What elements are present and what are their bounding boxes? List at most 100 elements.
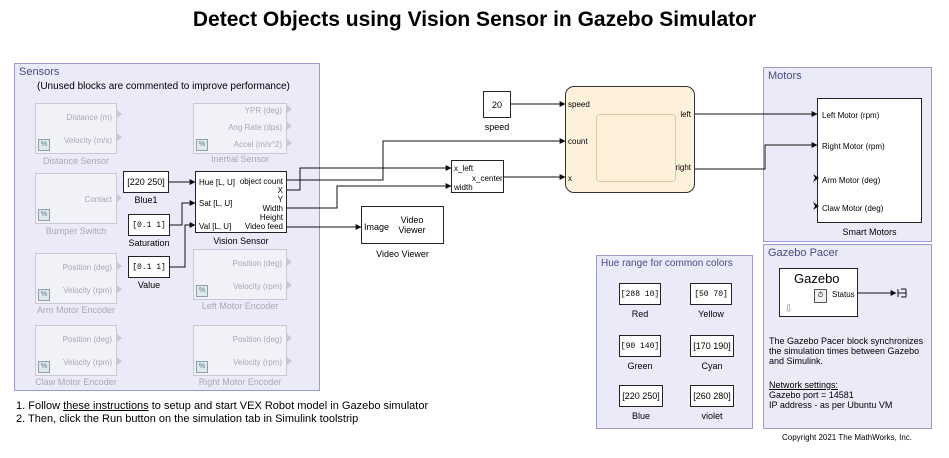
- output-port-icon: [287, 281, 292, 289]
- copyright: Copyright 2021 The MathWorks, Inc.: [782, 433, 912, 442]
- inertial-sensor-block[interactable]: YPR (deg) Ang Rate (dps) Accel (m/s^2) %: [193, 103, 287, 154]
- input-port-label: width: [454, 183, 473, 192]
- inertial-sensor-name: Inertial Sensor: [210, 154, 270, 164]
- value-constant-block[interactable]: [0.1 1]: [128, 256, 170, 278]
- port-label: Velocity (m/s): [63, 136, 112, 145]
- output-port-label: Height: [259, 213, 283, 222]
- input-port-label: Right Motor (rpm): [822, 142, 885, 151]
- vision-sensor-block[interactable]: Hue [L, U] Sat [L, U] Val [L, U] object …: [195, 171, 287, 233]
- input-port-label: count: [568, 137, 588, 146]
- value-constant-name: Value: [137, 280, 161, 290]
- right-motor-encoder-name: Right Motor Encoder: [198, 377, 282, 387]
- input-port-label: Sat [L, U]: [199, 199, 233, 208]
- hue-green-name: Green: [627, 361, 653, 371]
- chart-state-outline: [596, 114, 676, 182]
- output-port-icon: [287, 357, 292, 365]
- bumper-switch-block[interactable]: Contact %: [35, 173, 117, 224]
- hue-yellow-name: Yellow: [698, 309, 724, 319]
- hue-red-name: Red: [631, 309, 649, 319]
- output-port-label: Video feed: [244, 222, 283, 231]
- hue-violet-block[interactable]: [260 280]: [690, 385, 734, 407]
- saturation-constant-block[interactable]: [0.1 1]: [128, 214, 170, 236]
- video-viewer-name: Video Viewer: [376, 249, 429, 259]
- input-port-label: Left Motor (rpm): [822, 111, 880, 120]
- output-port-icon: [117, 357, 122, 365]
- port-label: Position (deg): [62, 263, 112, 272]
- smart-motors-block[interactable]: Left Motor (rpm) Right Motor (rpm) Arm M…: [817, 98, 922, 223]
- arm-motor-encoder-block[interactable]: Position (deg) Velocity (rpm) %: [35, 253, 117, 304]
- hue-green-block[interactable]: [90 140]: [619, 335, 661, 357]
- gazebo-port-setting: Gazebo port = 14581: [769, 390, 854, 400]
- comment-icon: %: [38, 289, 50, 301]
- blue1-constant-name: Blue1: [134, 195, 158, 205]
- ip-address-setting: IP address - as per Ubuntu VM: [769, 400, 893, 410]
- video-viewer-block[interactable]: Image Video Viewer: [361, 206, 444, 244]
- instructions-link[interactable]: these instructions: [63, 400, 149, 412]
- pacer-status-port: Status: [832, 290, 855, 299]
- output-port-icon: [287, 122, 292, 130]
- motors-area-label: Motors: [768, 70, 802, 82]
- port-label: Velocity (rpm): [63, 286, 112, 295]
- port-label: Contact: [84, 195, 112, 204]
- port-label: Position (deg): [232, 335, 282, 344]
- right-motor-encoder-block[interactable]: Position (deg) Velocity (rpm) %: [193, 325, 287, 376]
- output-port-label: left: [680, 110, 691, 119]
- bumper-switch-name: Bumper Switch: [45, 226, 107, 236]
- output-port-icon: [117, 334, 122, 342]
- gazebo-pacer-description: The Gazebo Pacer block synchronizes the …: [769, 336, 924, 366]
- comment-icon: %: [196, 361, 208, 373]
- port-label: Velocity (rpm): [63, 358, 112, 367]
- left-motor-encoder-block[interactable]: Position (deg) Velocity (rpm) %: [193, 249, 287, 300]
- comment-icon: %: [38, 209, 50, 221]
- port-label: Distance (m): [66, 113, 112, 122]
- output-port-label: Width: [262, 204, 283, 213]
- hue-blue-block[interactable]: [220 250]: [619, 385, 663, 407]
- output-port-icon: [287, 258, 292, 266]
- hue-yellow-block[interactable]: [50 70]: [690, 283, 732, 305]
- output-port-icon: [287, 105, 292, 113]
- gazebo-pacer-block[interactable]: Gazebo ⏱ Status ⇩: [779, 268, 858, 317]
- output-port-label: right: [675, 163, 691, 172]
- comment-icon: %: [38, 139, 50, 151]
- claw-motor-encoder-name: Claw Motor Encoder: [35, 377, 117, 387]
- comment-icon: %: [38, 361, 50, 373]
- sensors-area-label: Sensors: [19, 66, 60, 78]
- instruction-line-1: 1. Follow these instructions to setup an…: [16, 400, 428, 412]
- pacer-clock-icon: ⏱: [814, 289, 827, 303]
- arm-motor-encoder-name: Arm Motor Encoder: [36, 305, 116, 315]
- input-port-label: x: [568, 174, 572, 183]
- port-label: YPR (deg): [244, 106, 282, 115]
- vision-sensor-name: Vision Sensor: [213, 236, 269, 246]
- input-port-label: Claw Motor (deg): [822, 204, 884, 213]
- constant-value: [288 10]: [620, 289, 660, 299]
- constant-value: [0.1 1]: [132, 220, 166, 230]
- output-port-icon: [117, 194, 122, 202]
- constant-value: [0.1 1]: [132, 262, 166, 272]
- input-port-label: x_left: [454, 164, 474, 173]
- center-block-text: x_center: [472, 174, 503, 183]
- instruction-line-2: 2. Then, click the Run button on the sim…: [16, 413, 359, 425]
- port-label: Velocity (rpm): [233, 358, 282, 367]
- port-label: Ang Rate (dps): [228, 123, 282, 132]
- video-viewer-text: Video Viewer: [398, 215, 426, 235]
- input-port-label: Image: [364, 222, 390, 232]
- hue-red-block[interactable]: [288 10]: [619, 283, 661, 305]
- constant-value: 20: [491, 99, 502, 110]
- blue1-constant-block[interactable]: [220 250]: [123, 171, 169, 193]
- port-label: Position (deg): [62, 335, 112, 344]
- speed-constant-block[interactable]: 20: [483, 91, 511, 118]
- output-port-icon: [287, 334, 292, 342]
- stateflow-chart-block[interactable]: speed count x left right: [565, 86, 695, 193]
- smart-motors-name: Smart Motors: [842, 227, 897, 237]
- x-center-block[interactable]: x_left x_center width: [451, 160, 504, 193]
- hue-blue-name: Blue: [631, 411, 650, 421]
- output-port-label: X: [277, 186, 283, 195]
- output-port-icon: [117, 133, 122, 141]
- input-port-label: speed: [568, 100, 590, 109]
- hue-cyan-name: Cyan: [701, 361, 723, 371]
- claw-motor-encoder-block[interactable]: Position (deg) Velocity (rpm) %: [35, 325, 117, 376]
- hue-violet-name: violet: [701, 411, 723, 421]
- input-port-label: Val [L, U]: [199, 222, 232, 231]
- hue-cyan-block[interactable]: [170 190]: [690, 335, 734, 357]
- distance-sensor-block[interactable]: Distance (m) Velocity (m/s) %: [35, 103, 117, 154]
